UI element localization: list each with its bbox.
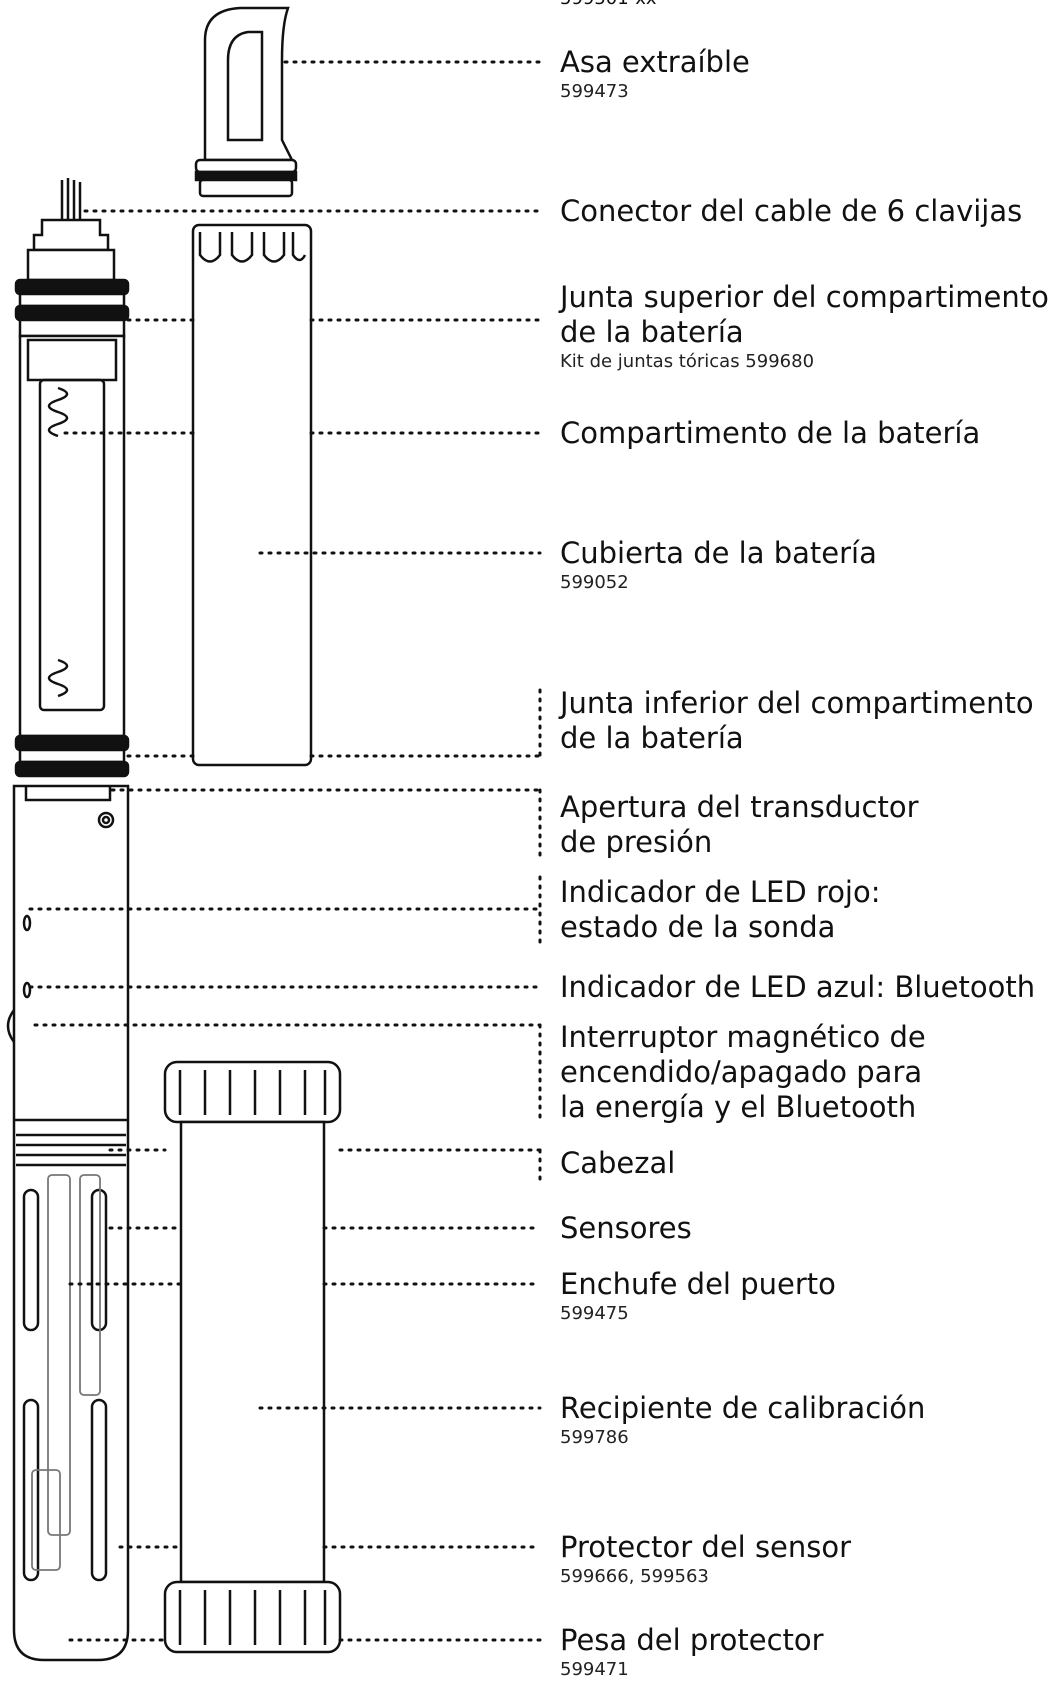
callout-title: Recipiente de calibración — [560, 1391, 926, 1425]
callout-blue-led: Indicador de LED azul: Bluetooth — [560, 969, 1055, 1005]
callout-title: Protector del sensor — [560, 1530, 852, 1564]
callout-title: Conector del cable de 6 clavijas — [560, 194, 1023, 228]
calibration-cup — [163, 1060, 342, 1654]
removable-handle — [194, 6, 298, 198]
callout-battery-compartment: Compartimento de la batería — [560, 415, 1055, 451]
callout-pressure-opening: Apertura del transductor de presión — [560, 790, 930, 860]
callout-code: Kit de juntas tóricas 599680 — [560, 351, 815, 372]
callout-lower-seal: Junta inferior del compartimento de la b… — [560, 686, 1055, 756]
callout-upper-seal: Junta superior del compartimento de la b… — [560, 280, 1055, 374]
callout-title: Indicador de LED rojo: estado de la sond… — [560, 875, 881, 944]
callout-title: Indicador de LED azul: Bluetooth — [560, 970, 1036, 1004]
callout-red-led: Indicador de LED rojo: estado de la sond… — [560, 875, 920, 945]
callout-title: Enchufe del puerto — [560, 1267, 836, 1301]
callout-port-plug: Enchufe del puerto 599475 — [560, 1266, 1055, 1326]
callout-code: 599473 — [560, 81, 629, 102]
callout-code: 599786 — [560, 1427, 629, 1448]
callout-cable-connector: Conector del cable de 6 clavijas — [560, 193, 1055, 229]
sonde-body — [6, 178, 130, 1662]
callout-title: Asa extraíble — [560, 45, 750, 79]
battery-cap — [191, 223, 313, 767]
callout-battery-cap: Cubierta de la batería 599052 — [560, 535, 1055, 595]
partial-part-code: 599501-xx — [560, 0, 657, 9]
callout-code: 599475 — [560, 1303, 629, 1324]
callout-guard-weight: Pesa del protector 599471 — [560, 1622, 1055, 1682]
callout-title: Junta inferior del compartimento de la b… — [560, 686, 1034, 755]
leader-lines — [28, 60, 542, 1642]
callout-title: Junta superior del compartimento de la b… — [560, 280, 1049, 349]
callout-title: Interruptor magnético de encendido/apaga… — [560, 1020, 926, 1124]
callout-code: 599052 — [560, 572, 629, 593]
callout-bulkhead: Cabezal — [560, 1145, 1055, 1181]
callout-title: Cubierta de la batería — [560, 536, 877, 570]
callout-sensors: Sensores — [560, 1210, 1055, 1246]
callout-title: Apertura del transductor de presión — [560, 790, 919, 859]
callout-magnetic-switch: Interruptor magnético de encendido/apaga… — [560, 1020, 950, 1125]
callout-code: 599666, 599563 — [560, 1566, 709, 1587]
callout-calibration-cup: Recipiente de calibración 599786 — [560, 1390, 1055, 1450]
callout-title: Pesa del protector — [560, 1623, 824, 1657]
callout-title: Cabezal — [560, 1146, 676, 1180]
callout-code: 599471 — [560, 1659, 629, 1680]
callout-sensor-guard: Protector del sensor 599666, 599563 — [560, 1529, 1055, 1589]
callout-title: Sensores — [560, 1211, 692, 1245]
callout-removable-handle: Asa extraíble 599473 — [560, 44, 1055, 104]
callout-title: Compartimento de la batería — [560, 416, 981, 450]
